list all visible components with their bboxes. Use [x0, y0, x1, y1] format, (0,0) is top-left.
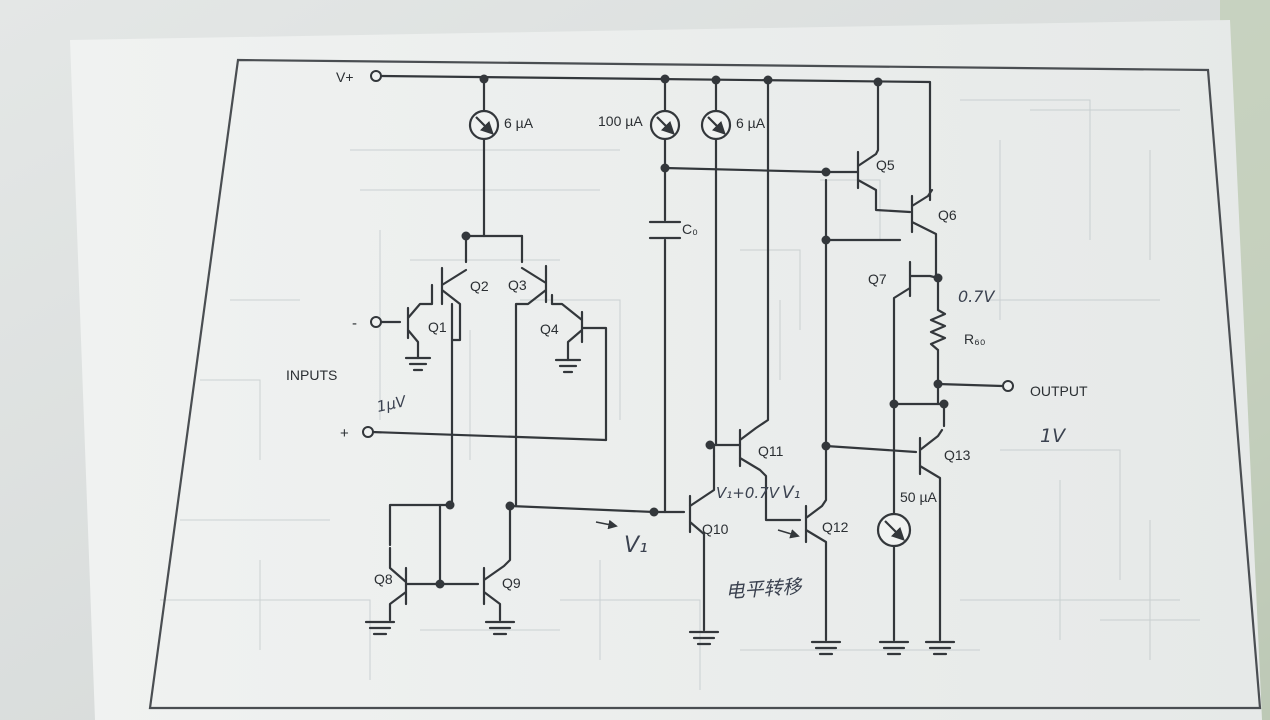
q4-label: Q4: [540, 321, 559, 337]
q13-label: Q13: [944, 447, 971, 463]
q1-label: Q1: [428, 319, 447, 335]
q3-label: Q3: [508, 277, 527, 293]
note-level-shift: 电平转移: [725, 576, 804, 603]
note-0-7v: 0.7V: [958, 287, 995, 306]
output-label: OUTPUT: [1030, 383, 1088, 399]
resistor-label: R₆₀: [964, 331, 986, 347]
current-100ua-label: 100 µA: [598, 113, 643, 129]
terminals: [362, 70, 1014, 438]
vplus-label: V+: [336, 69, 354, 85]
current-6ua-left-label: 6 µA: [504, 115, 534, 131]
current-source-6ua-left: [468, 109, 500, 141]
minus-input-label: -: [352, 315, 357, 332]
q7-label: Q7: [868, 271, 887, 287]
current-6ua-right-label: 6 µA: [736, 115, 766, 131]
current-50ua-label: 50 µA: [900, 489, 938, 505]
junction-dots: [435, 74, 949, 589]
note-v1-left: V₁: [624, 533, 648, 558]
note-1v: 1V: [1040, 425, 1067, 447]
inputs-label: INPUTS: [286, 367, 337, 383]
q2-label: Q2: [470, 278, 489, 294]
current-source-50ua: [876, 512, 912, 548]
q10-label: Q10: [702, 521, 729, 537]
current-source-100ua: [649, 109, 681, 141]
q6-label: Q6: [938, 207, 957, 223]
diagram-border: [148, 58, 1262, 710]
ground-symbols: [364, 356, 956, 656]
plus-input-label: +: [340, 425, 349, 442]
q11-label: Q11: [758, 443, 784, 459]
note-v1-plus: V₁+0.7V: [716, 484, 781, 502]
q8-label: Q8: [374, 571, 393, 587]
capacitor-label: C₀: [682, 221, 698, 237]
q5-label: Q5: [876, 157, 895, 173]
current-source-6ua-right: [700, 109, 732, 141]
note-v1-right: V₁: [782, 483, 800, 503]
circuit-wires: [370, 74, 1004, 642]
q12-label: Q12: [822, 519, 849, 535]
q9-label: Q9: [502, 575, 521, 591]
bleed-through-lines: [160, 99, 1200, 690]
